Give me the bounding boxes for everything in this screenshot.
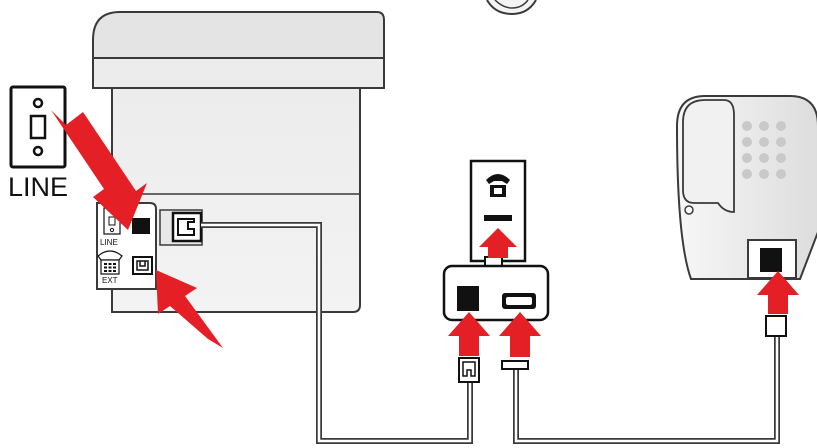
arrow-to-telephone-port: [757, 271, 799, 314]
arrow-to-splitter-input: [448, 312, 490, 356]
printer: [92, 11, 385, 313]
telephone-handset-icon: [486, 174, 510, 197]
telephone-icon: [97, 250, 123, 275]
printer-line-jack: [132, 218, 150, 234]
printer-ext-port: EXT: [97, 250, 123, 285]
telephone: [675, 95, 817, 280]
splitter-output-plug: [501, 360, 529, 370]
printer-ext-label: EXT: [102, 276, 118, 285]
printer-ext-jack: [132, 256, 153, 275]
arrow-to-splitter-output: [499, 312, 541, 357]
telephone-keypad: [742, 121, 786, 179]
wall-jack-label: LINE: [8, 172, 68, 202]
telephone-cable-secondary: [513, 336, 780, 444]
arrow-to-printer-ext-port: [156, 270, 223, 348]
cropped-round-object: [486, 0, 537, 16]
wall-jack: LINE: [8, 85, 68, 202]
arrow-to-splitter-top: [479, 228, 517, 258]
phone-cable-plug: [765, 315, 787, 337]
printer-line-label: LINE: [100, 238, 118, 247]
arrow-to-printer-line-port: [51, 110, 147, 230]
telephone-cable-main: [201, 222, 473, 444]
splitter-input-plug: [458, 357, 480, 383]
printer-line-plug: [171, 211, 203, 243]
